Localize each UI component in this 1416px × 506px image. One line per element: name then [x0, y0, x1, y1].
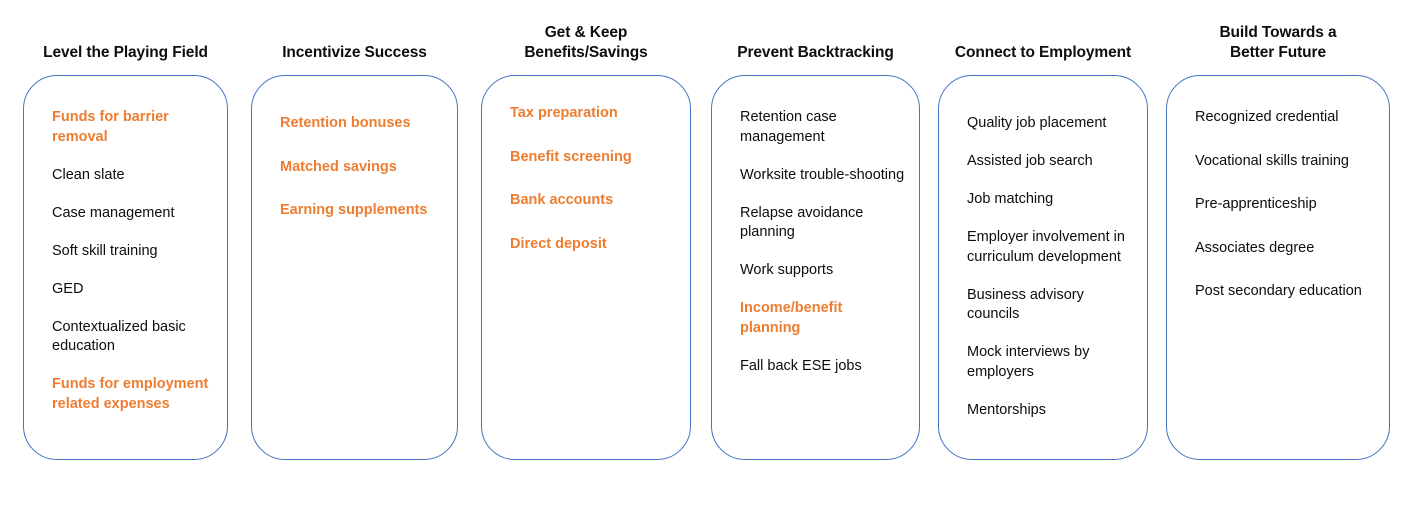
list-item: Income/benefit planning — [740, 300, 843, 336]
list-item: Mentorships — [967, 401, 1046, 418]
list-item: GED — [52, 280, 84, 297]
list-item: Relapse avoidance planning — [740, 204, 864, 241]
list-item: Assisted job search — [967, 153, 1093, 169]
list-item: Tax preparation — [510, 105, 618, 121]
list-item: Case management — [52, 204, 175, 221]
column-title-line: Incentivize Success — [282, 44, 427, 61]
list-item: Associates degree — [1195, 239, 1315, 256]
list-item: Soft skill training — [52, 242, 158, 259]
column-title-line: Level the Playing Field — [43, 44, 208, 61]
list-item: Business advisory councils — [967, 286, 1084, 323]
column-title-line: Prevent Backtracking — [737, 44, 894, 61]
list-item: Mock interviews by employers — [967, 344, 1090, 380]
list-item: Worksite trouble-shooting — [740, 166, 905, 183]
list-item: Earning supplements — [280, 202, 428, 218]
list-item: Fall back ESE jobs — [740, 357, 862, 374]
column-title-line: Benefits/Savings — [524, 44, 648, 61]
list-item: Retention case management — [740, 109, 837, 145]
list-item: Funds for barrier removal — [52, 109, 169, 145]
list-item: Funds for employment related expenses — [52, 376, 209, 412]
list-item: Direct deposit — [510, 235, 607, 252]
list-item: Bank accounts — [510, 192, 614, 208]
list-item: Benefit screening — [510, 148, 632, 165]
column-title-incentivize-success: Incentivize Success — [251, 18, 458, 64]
column-title-level-the-playing-field: Level the Playing Field — [23, 18, 228, 64]
list-item: Vocational skills training — [1195, 152, 1349, 169]
list-item: Contextualized basic education — [52, 318, 186, 355]
column-title-build-towards-a-better-future: Build Towards a Better Future — [1166, 18, 1390, 64]
column-title-prevent-backtracking: Prevent Backtracking — [711, 18, 920, 64]
list-item: Quality job placement — [967, 115, 1107, 131]
list-item: Matched savings — [280, 158, 397, 175]
list-item: Recognized credential — [1195, 109, 1339, 125]
column-title-connect-to-employment: Connect to Employment — [938, 18, 1148, 64]
list-item: Employer involvement in curriculum devel… — [967, 229, 1125, 265]
list-item: Clean slate — [52, 166, 125, 183]
list-item: Post secondary education — [1195, 283, 1362, 299]
column-title-line: Build Towards a — [1219, 24, 1337, 41]
column-title-line: Connect to Employment — [954, 44, 1132, 61]
list-item: Work supports — [740, 262, 834, 278]
list-item: Pre-apprenticeship — [1195, 196, 1317, 212]
column-title-line: Get & Keep — [544, 24, 628, 41]
list-item: Job matching — [967, 191, 1054, 207]
list-item: Retention bonuses — [280, 115, 411, 131]
column-title-line: Better Future — [1229, 44, 1326, 61]
